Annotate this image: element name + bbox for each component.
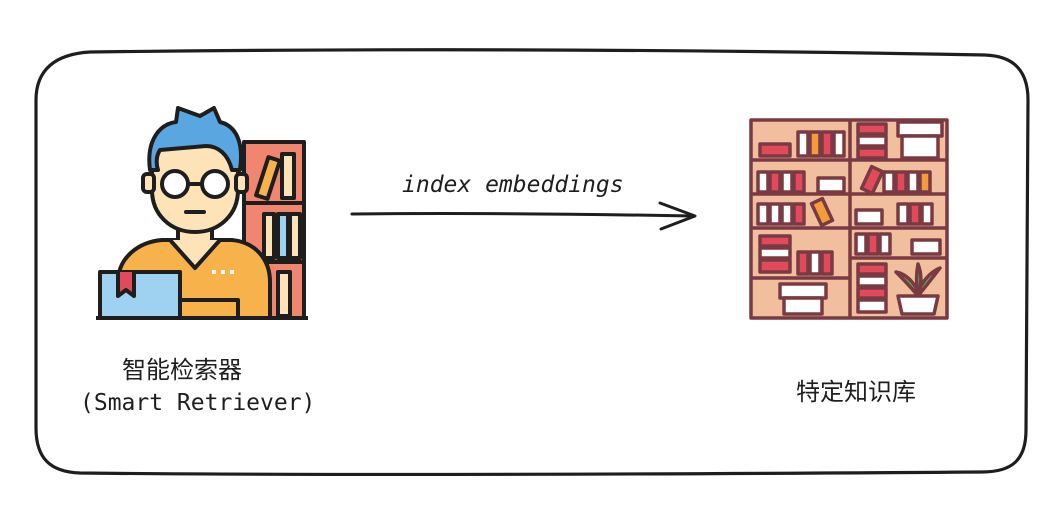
bookshelf-icon — [749, 118, 949, 320]
retriever-title: 智能检索器 — [122, 356, 242, 384]
knowledge-base-title: 特定知识库 — [796, 378, 916, 406]
retriever-subtitle: (Smart Retriever) — [80, 390, 316, 416]
outer-frame — [34, 48, 1030, 477]
arrow — [350, 201, 697, 231]
person-with-books-icon — [96, 106, 308, 320]
arrow-label: index embeddings — [402, 172, 624, 198]
